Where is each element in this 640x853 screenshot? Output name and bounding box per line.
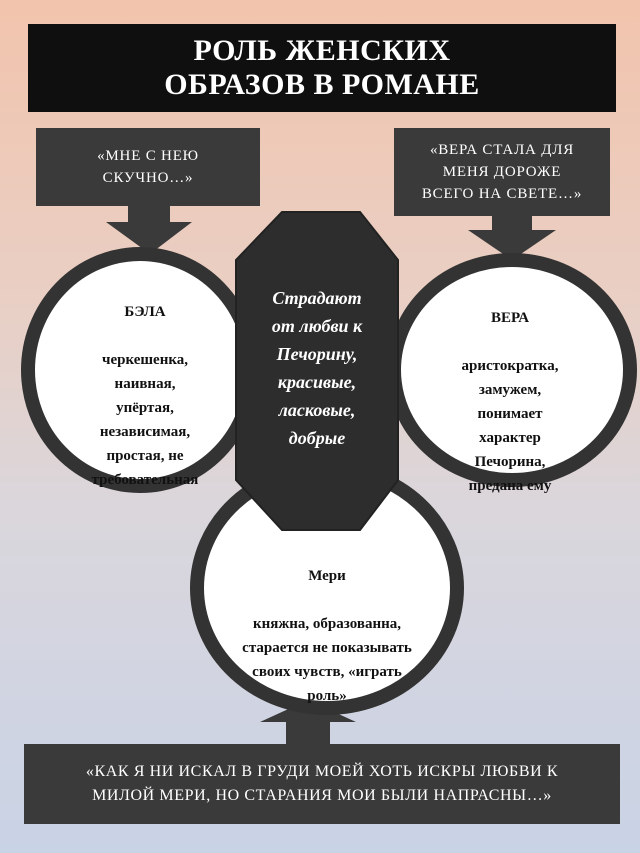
center-text: Страдают от любви к Печорину, красивые, … [271,288,363,448]
arrow-down-vera [468,216,556,260]
vera-quote-box: «ВЕРА СТАЛА ДЛЯ МЕНЯ ДОРОЖЕ ВСЕГО НА СВЕ… [394,128,610,216]
bela-content: БЭЛА черкешенка, наивная, упёртая, незав… [60,276,230,516]
bela-quote-box: «МНЕ С НЕЮ СКУЧНО…» [36,128,260,206]
mary-traits: княжна, образованна, старается не показы… [242,616,412,704]
page-title: РОЛЬ ЖЕНСКИХ ОБРАЗОВ В РОМАНЕ [28,24,616,112]
center-octagon [235,211,399,531]
bela-traits: черкешенка, наивная, упёртая, независима… [91,352,199,488]
mary-quote-box: «КАК Я НИ ИСКАЛ В ГРУДИ МОЕЙ ХОТЬ ИСКРЫ … [24,744,620,824]
mary-content: Мери княжна, образованна, старается не п… [200,540,454,732]
vera-name: ВЕРА [490,310,530,326]
vera-traits: аристократка, замужем, понимает характер… [461,358,559,494]
vera-content: ВЕРА аристократка, замужем, понимает хар… [430,282,590,522]
bela-name: БЭЛА [124,304,166,320]
mary-name: Мери [308,568,346,584]
arrow-down-bela [106,206,192,254]
